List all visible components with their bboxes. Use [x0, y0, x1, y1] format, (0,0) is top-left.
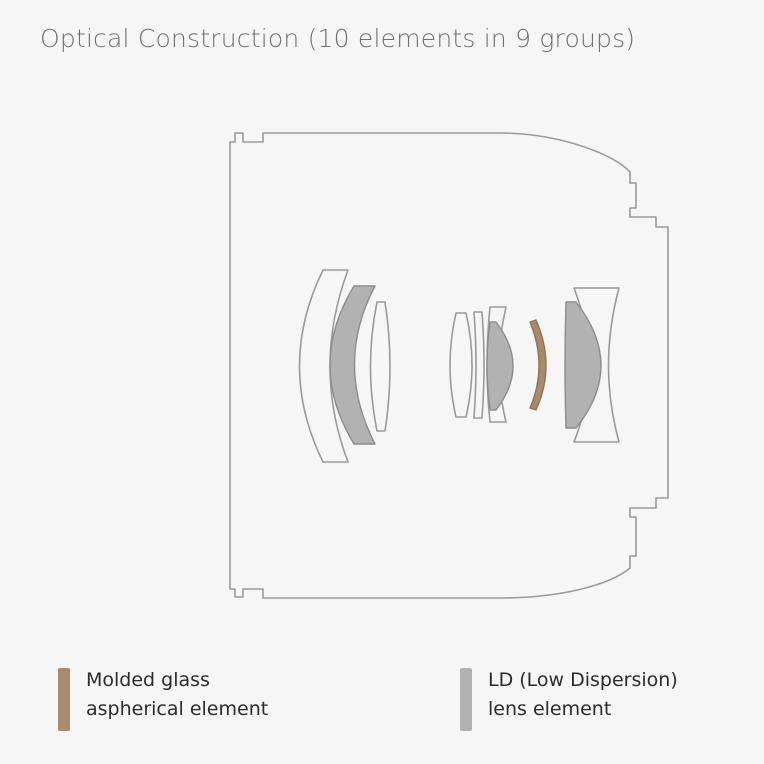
legend-molded-line1: Molded glass [86, 669, 210, 691]
lens-element-8-aspherical [529, 319, 547, 411]
lens-element-10-ld [564, 301, 602, 429]
legend-molded-glass: Molded glass aspherical element [58, 666, 268, 731]
legend-molded-line2: aspherical element [86, 698, 269, 720]
legend-ld-element: LD (Low Dispersion) lens element [460, 666, 678, 731]
legend-ld-line1: LD (Low Dispersion) [488, 669, 678, 691]
page-title: Optical Construction (10 elements in 9 g… [40, 24, 636, 53]
lens-element-2-ld [329, 285, 376, 445]
legend-label-molded-glass: Molded glass aspherical element [86, 666, 268, 724]
legend-ld-line2: lens element [488, 698, 612, 720]
legend-swatch-ld-element [460, 668, 472, 731]
lens-element-4 [449, 312, 473, 418]
lens-element-7-ld [486, 321, 514, 411]
lens-element-3 [369, 301, 391, 432]
lens-element-5 [473, 311, 485, 419]
lens-element-1 [298, 269, 349, 463]
lens-barrel-outline [229, 132, 669, 599]
legend-swatch-molded-glass [58, 668, 70, 731]
legend-label-ld-element: LD (Low Dispersion) lens element [488, 666, 678, 724]
